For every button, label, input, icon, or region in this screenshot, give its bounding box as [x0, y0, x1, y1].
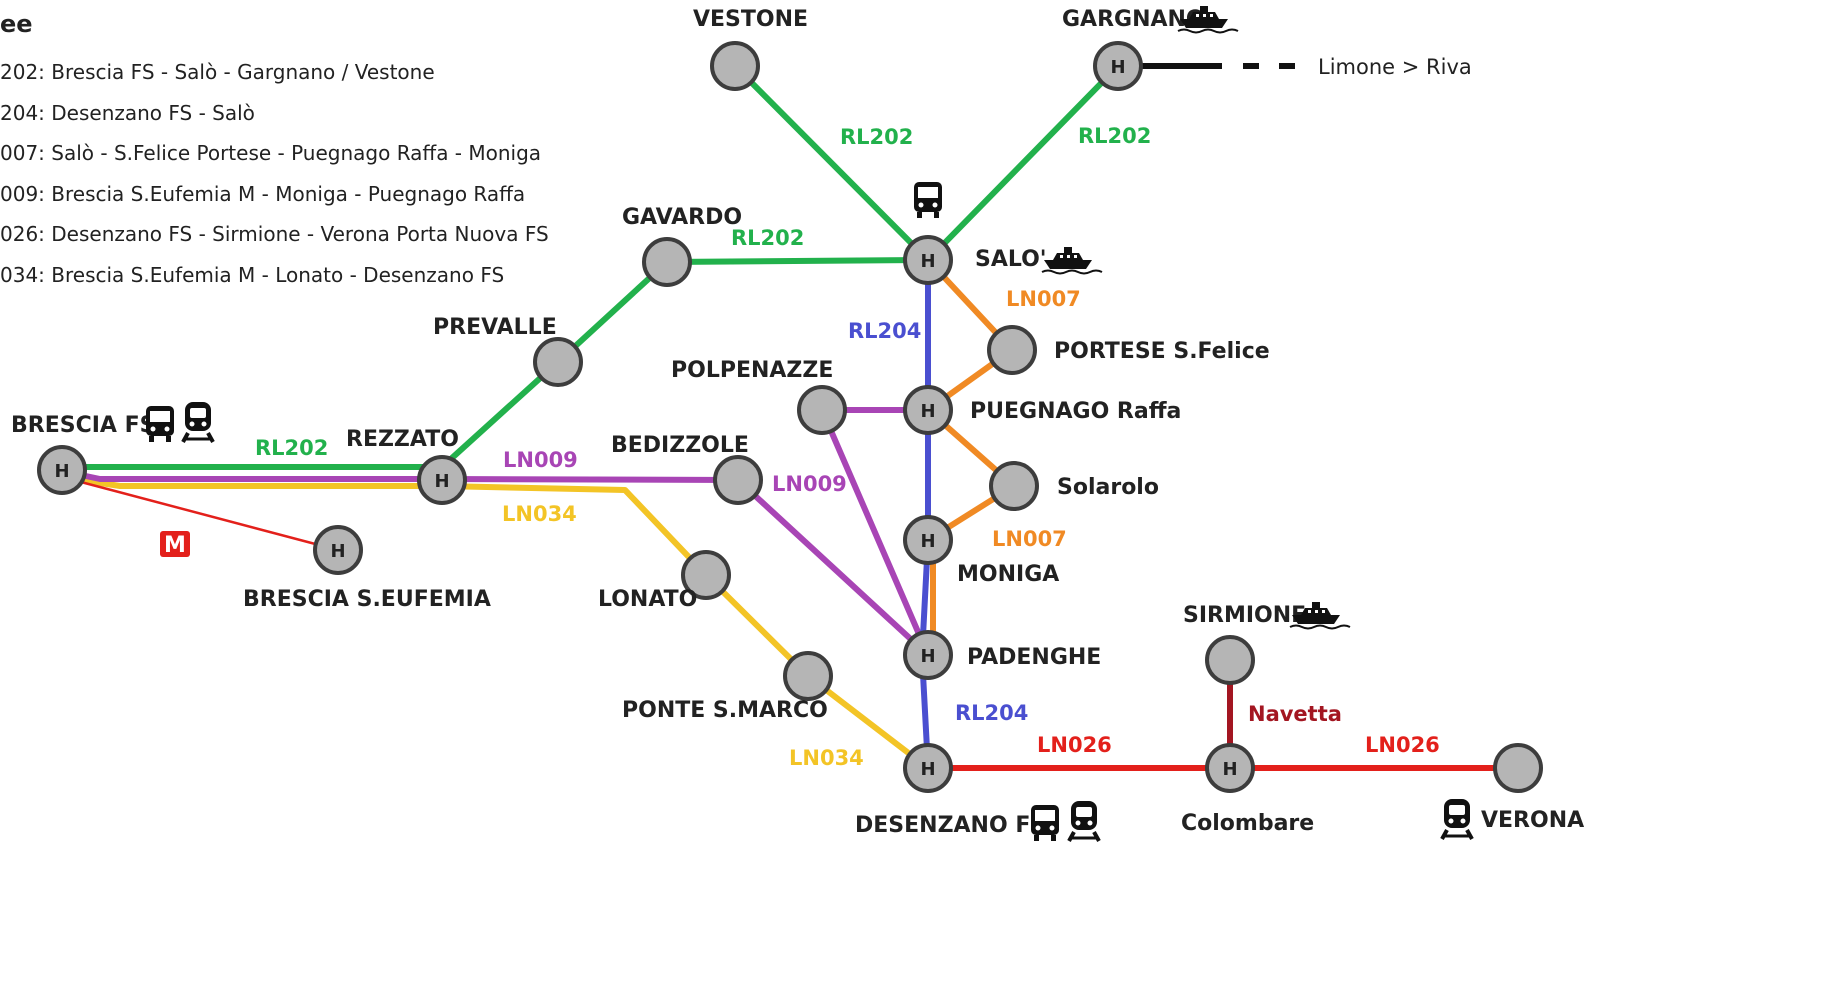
line-ln009-main: [61, 468, 931, 658]
station-solarolo: [989, 461, 1039, 511]
station-brescia-eufemia: H: [313, 525, 363, 575]
line-metro: [61, 475, 339, 552]
line-ln034: [61, 474, 930, 771]
ferry-icon: [1041, 246, 1103, 275]
station-name-puegnago: PUEGNAGO Raffa: [970, 399, 1181, 424]
station-gavardo: [642, 237, 692, 287]
line-label-ln009-bedizzole: LN009: [772, 472, 847, 496]
line-rl202-gargnano: [925, 63, 1121, 263]
station-padenghe: H: [903, 630, 953, 680]
line-label-rl202-gavardo: RL202: [731, 226, 804, 250]
station-name-portese: PORTESE S.Felice: [1054, 339, 1270, 364]
hub-letter: H: [434, 471, 449, 492]
station-name-polpenazze: POLPENAZZE: [671, 358, 833, 383]
station-puegnago: H: [903, 385, 953, 435]
hub-letter: H: [920, 401, 935, 422]
station-name-colombare: Colombare: [1181, 811, 1314, 836]
hub-letter: H: [920, 759, 935, 780]
station-vestone: [710, 41, 760, 91]
station-name-rezzato: REZZATO: [346, 427, 459, 452]
station-lonato: [681, 550, 731, 600]
station-verona: [1493, 743, 1543, 793]
legend-item-034: 034: Brescia S.Eufemia M - Lonato - Dese…: [0, 262, 505, 287]
train-icon: [1067, 799, 1101, 843]
line-ln007: [925, 257, 1017, 655]
legend-item-009: 009: Brescia S.Eufemia M - Moniga - Pueg…: [0, 181, 526, 206]
line-label-rl202-brescia: RL202: [255, 436, 328, 460]
hub-letter: H: [920, 531, 935, 552]
station-name-verona: VERONA: [1481, 808, 1584, 833]
station-gargnano: H: [1093, 41, 1143, 91]
ferry-destination: Limone > Riva: [1318, 55, 1472, 79]
line-label-rl204-south: RL204: [955, 701, 1028, 725]
legend-item-202: 202: Brescia FS - Salò - Gargnano / Vest…: [0, 60, 435, 84]
bus-icon: [146, 406, 174, 442]
line-rl202-vestone: [732, 63, 931, 263]
hub-letter: H: [1110, 57, 1125, 78]
station-name-prevalle: PREVALLE: [433, 315, 557, 340]
station-portese: [987, 325, 1037, 375]
line-label-ln007-south: LN007: [992, 527, 1067, 551]
station-name-gavardo: GAVARDO: [622, 205, 742, 230]
line-label-ln026-west: LN026: [1037, 733, 1112, 757]
line-label-ln026-east: LN026: [1365, 733, 1440, 757]
legend-item-204: 204: Desenzano FS - Salò: [0, 100, 255, 125]
line-label-navetta: Navetta: [1248, 702, 1342, 726]
station-ponte-marco: [783, 651, 833, 701]
legend-item-007: 007: Salò - S.Felice Portese - Puegnago …: [0, 141, 542, 165]
station-colombare: H: [1205, 743, 1255, 793]
station-sirmione: [1205, 635, 1255, 685]
legend: ee 202: Brescia FS - Salò - Gargnano / V…: [0, 10, 549, 295]
station-moniga: H: [903, 515, 953, 565]
station-bedizzole: [713, 455, 763, 505]
station-salo: H: [903, 235, 953, 285]
station-name-bedizzole: BEDIZZOLE: [611, 433, 749, 458]
bus-icon: [914, 182, 942, 218]
station-name-brescia-fs: BRESCIA FS: [11, 413, 155, 438]
hub-letter: H: [920, 251, 935, 272]
train-icon: [181, 400, 215, 444]
station-name-brescia-eufemia: BRESCIA S.EUFEMIA: [243, 587, 491, 612]
station-name-lonato: LONATO: [598, 587, 697, 612]
hub-letter: H: [920, 646, 935, 667]
line-rl204: [919, 260, 931, 769]
hub-letter: H: [1222, 759, 1237, 780]
station-brescia-fs: H: [37, 445, 87, 495]
station-rezzato: H: [417, 455, 467, 505]
line-label-rl202-vestone: RL202: [840, 125, 913, 149]
station-name-vestone: VESTONE: [693, 7, 808, 32]
line-label-rl202-gargnano: RL202: [1078, 124, 1151, 148]
train-icon: [1440, 797, 1474, 841]
station-name-ponte-marco: PONTE S.MARCO: [622, 698, 828, 723]
station-name-desenzano: DESENZANO FS: [855, 813, 1046, 838]
station-name-sirmione: SIRMIONE: [1183, 603, 1306, 628]
station-name-solarolo: Solarolo: [1057, 475, 1159, 500]
station-desenzano: H: [903, 743, 953, 793]
station-name-salo: SALO': [975, 247, 1047, 272]
metro-icon: M: [160, 531, 190, 558]
legend-title: ee: [0, 10, 33, 38]
line-label-ln034-rezzato: LN034: [502, 502, 577, 526]
line-label-rl204-north: RL204: [848, 319, 921, 343]
line-label-ln007-north: LN007: [1006, 287, 1081, 311]
station-polpenazze: [797, 385, 847, 435]
station-name-padenghe: PADENGHE: [967, 645, 1101, 670]
hub-letter: H: [54, 461, 69, 482]
metro-logo-letter: M: [164, 533, 186, 558]
hub-letter: H: [330, 541, 345, 562]
line-label-ln009-rezzato: LN009: [503, 448, 578, 472]
station-prevalle: [533, 337, 583, 387]
legend-item-026: 026: Desenzano FS - Sirmione - Verona Po…: [0, 222, 549, 246]
station-name-moniga: MONIGA: [957, 562, 1059, 587]
line-label-ln034-lonato: LN034: [789, 746, 864, 770]
